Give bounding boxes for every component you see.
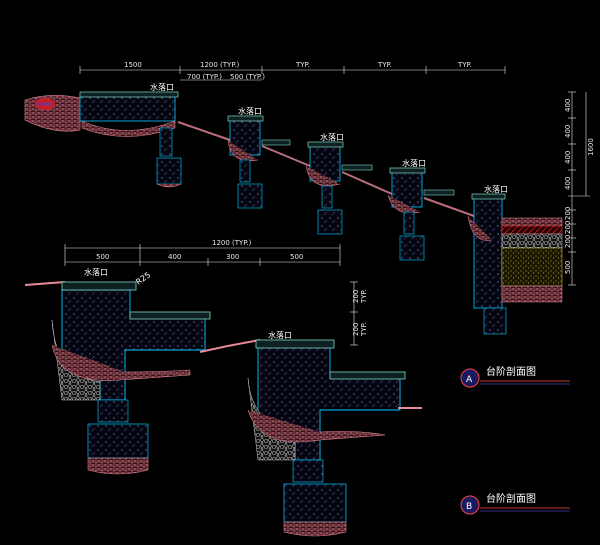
section-b-vdim-typ-1: TYP. bbox=[360, 289, 368, 304]
section-a-vdim-400-4: 400 bbox=[564, 177, 572, 190]
section-b-r25-label: R25 bbox=[134, 270, 152, 286]
section-a-vdim-200-2: 200 bbox=[564, 221, 572, 234]
section-b-dim-300: 300 bbox=[226, 253, 239, 261]
section-a-dim-700: 700 (TYP.) bbox=[187, 73, 222, 81]
section-b-dim-400: 400 bbox=[168, 253, 181, 261]
section-b-step-2 bbox=[247, 339, 406, 537]
section-b-left-ground bbox=[24, 281, 66, 286]
section-b-drain-label-1: 水落口 bbox=[84, 267, 108, 277]
section-a-dim-typ-1: TYP. bbox=[295, 61, 310, 69]
section-a-dimension-line bbox=[79, 66, 506, 81]
section-a-drain-label-2: 水落口 bbox=[238, 106, 262, 116]
section-b: 500 1200 (TYP.) 400 300 500 bbox=[24, 239, 422, 537]
section-a-vdim-400-3: 400 bbox=[564, 151, 572, 164]
section-a-dim-typ-2: TYP. bbox=[377, 61, 392, 69]
section-a-vdim-200-3: 200 bbox=[564, 235, 572, 248]
section-a-drain-label-1: 水落口 bbox=[150, 82, 174, 92]
section-b-vdim-200-1: 200 bbox=[352, 290, 360, 303]
section-b-drain-label-2: 水落口 bbox=[268, 330, 292, 340]
section-a: 1500 1200 (TYP.) TYP. TYP. TYP. 700 (TYP… bbox=[24, 61, 595, 335]
title-a-badge bbox=[460, 368, 480, 388]
section-b-vdim-typ-2: TYP. bbox=[360, 322, 368, 337]
section-b-step-1 bbox=[51, 281, 211, 475]
section-a-drain-label-3: 水落口 bbox=[320, 132, 344, 142]
title-b-text: 台阶剖面图 bbox=[486, 492, 536, 505]
section-a-dim-1500: 1500 bbox=[124, 61, 142, 69]
title-b-badge-letter: B bbox=[466, 502, 472, 512]
section-a-step-1 bbox=[79, 91, 182, 188]
section-a-step-2 bbox=[227, 115, 291, 209]
section-a-vdim-1600: 1600 bbox=[587, 138, 595, 156]
section-a-vdim-200-1: 200 bbox=[564, 207, 572, 220]
section-a-ground-line bbox=[177, 121, 475, 217]
title-b: B 台阶剖面图 bbox=[460, 492, 570, 515]
section-b-dimension-line bbox=[64, 244, 341, 266]
section-a-step-3 bbox=[305, 141, 373, 235]
title-a: A 台阶剖面图 bbox=[460, 365, 570, 388]
section-a-step-5 bbox=[467, 193, 507, 335]
section-b-right-dimension-line bbox=[350, 281, 358, 346]
section-a-right-dimension-line bbox=[568, 91, 590, 286]
section-b-dim-500: 500 bbox=[96, 253, 109, 261]
section-b-mid-ground bbox=[199, 339, 261, 353]
section-a-dim-typ-3: TYP. bbox=[457, 61, 472, 69]
title-b-badge bbox=[460, 495, 480, 515]
section-a-red-symbol bbox=[35, 98, 55, 110]
title-a-badge-letter: A bbox=[466, 375, 473, 385]
title-a-text: 台阶剖面图 bbox=[486, 365, 536, 378]
section-a-drain-label-4: 水落口 bbox=[402, 158, 426, 168]
section-a-step-4 bbox=[387, 167, 455, 261]
section-a-drain-label-5: 水落口 bbox=[484, 184, 508, 194]
section-a-vdim-400-1: 400 bbox=[564, 99, 572, 112]
section-b-vdim-200-2: 200 bbox=[352, 323, 360, 336]
section-a-pavement-layers bbox=[501, 217, 563, 303]
section-b-dim-1200: 1200 (TYP.) bbox=[212, 239, 252, 247]
section-a-vdim-400-2: 400 bbox=[564, 125, 572, 138]
section-a-dim-1200: 1200 (TYP.) bbox=[200, 61, 240, 69]
section-a-vdim-500: 500 bbox=[564, 261, 572, 274]
section-a-dim-500: 500 (TYP.) bbox=[230, 73, 265, 81]
section-b-dim-500b: 500 bbox=[290, 253, 303, 261]
